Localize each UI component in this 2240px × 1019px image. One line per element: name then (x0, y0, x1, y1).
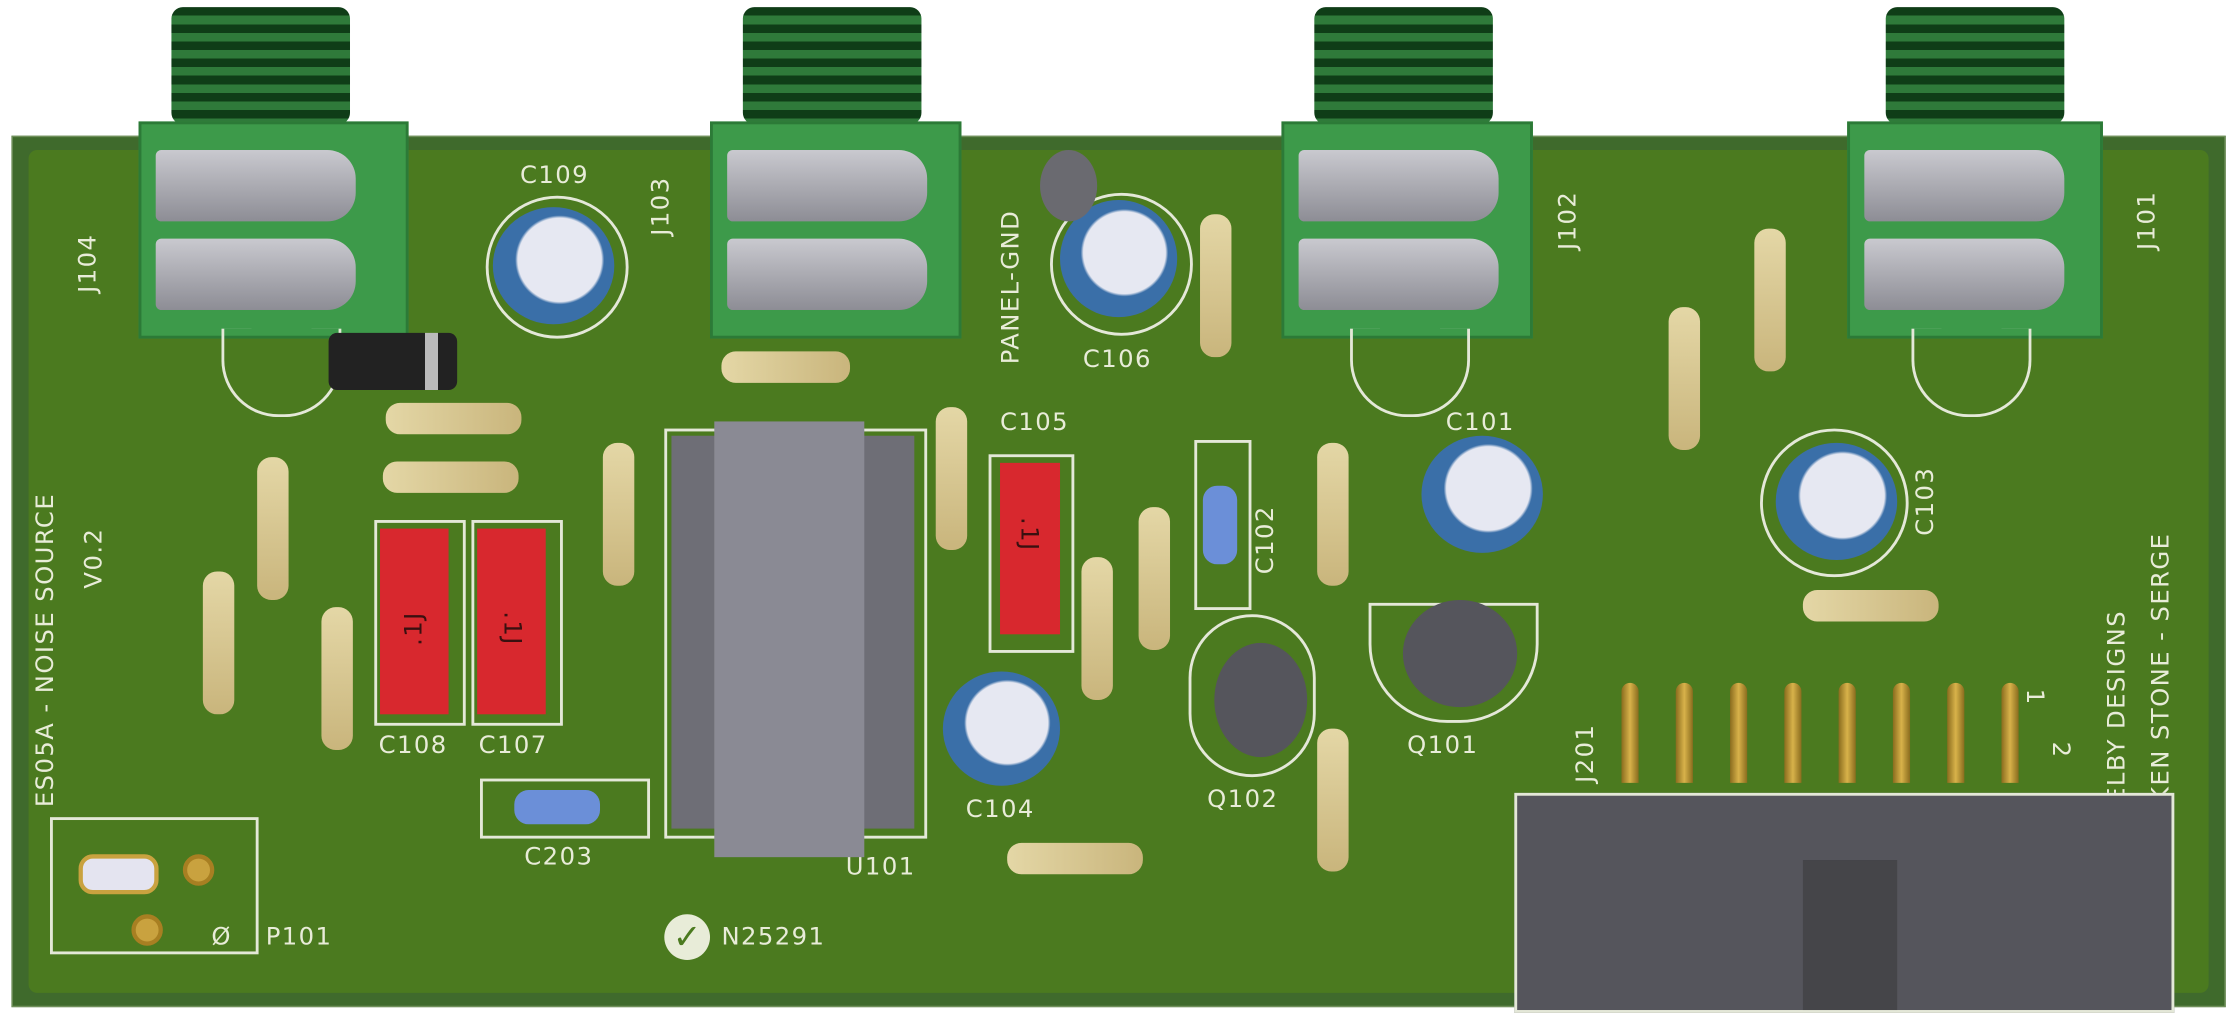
resistor (1802, 590, 1939, 622)
jack-j101[interactable] (1847, 121, 2103, 339)
credit-ken-stone: KEN STONE - SERGE (2147, 532, 2176, 803)
jack-j104[interactable] (138, 121, 409, 339)
capacitor-c109 (492, 207, 615, 325)
cap-outline (988, 454, 1075, 653)
label-p101: P101 (265, 922, 333, 952)
resistor (321, 607, 353, 751)
ic-u101 (714, 421, 865, 858)
cap-outline (374, 520, 466, 726)
jack-j103[interactable] (710, 121, 962, 339)
capacitor-c107: .1J (477, 528, 546, 715)
header-connector-j201[interactable] (1514, 792, 2175, 1013)
resistor (382, 461, 519, 493)
label-c102: C102 (1251, 505, 1281, 575)
capacitor-c105: .1J (1000, 462, 1061, 635)
jack-thread-j101 (1885, 7, 2065, 125)
label-c101: C101 (1445, 408, 1515, 438)
label-c203: C203 (524, 842, 594, 872)
resistor (602, 442, 635, 586)
cap-outline (1760, 428, 1909, 578)
capacitor-c102 (1202, 485, 1238, 565)
panel-gnd-terminal (1040, 150, 1098, 222)
resistor (1668, 307, 1701, 451)
resistor (935, 407, 968, 551)
pad (131, 914, 163, 946)
label-panel-gnd: PANEL-GND (997, 209, 1026, 365)
label-j102: J102 (1554, 190, 1583, 251)
label-c109: C109 (520, 161, 590, 191)
transistor-outline (1188, 614, 1316, 778)
p101-mark: Ø (211, 922, 232, 952)
resistor (1081, 557, 1113, 701)
capacitor-c203 (514, 790, 601, 825)
resistor (257, 457, 289, 601)
resistor (1138, 507, 1171, 651)
label-c104: C104 (965, 795, 1035, 825)
cap-outline (1050, 192, 1193, 336)
cap-value-c107: .1J (497, 611, 526, 646)
header-key (1802, 860, 1898, 1011)
label-c107: C107 (478, 731, 548, 761)
label-c106: C106 (1082, 345, 1152, 375)
capacitor-c104 (942, 671, 1061, 786)
pad (182, 854, 215, 886)
resistor (1754, 228, 1786, 372)
cap-outline (485, 195, 629, 339)
jack-j102[interactable] (1281, 121, 1533, 339)
label-j104: J104 (74, 233, 103, 293)
resistor (202, 571, 235, 715)
resistor (1007, 842, 1143, 875)
label-u101: U101 (845, 852, 916, 882)
resistor (721, 351, 851, 383)
board-version: V0.2 (80, 527, 109, 589)
capacitor-c101 (1421, 435, 1543, 553)
label-c105: C105 (1000, 408, 1070, 438)
trimmer-p101[interactable] (78, 854, 159, 895)
label-j101: J101 (2132, 190, 2162, 251)
label-c108: C108 (378, 731, 448, 761)
label-q102: Q102 (1207, 785, 1279, 815)
capacitor-c108: .1J (380, 528, 449, 715)
cap-outline (480, 778, 651, 839)
diode (328, 332, 458, 391)
transistor-q101 (1402, 600, 1518, 708)
capacitor-c106 (1060, 200, 1178, 318)
trimmer-outline (50, 817, 259, 955)
board-title: ES05A - NOISE SOURCE (31, 492, 61, 808)
cap-outline (1194, 440, 1252, 611)
certification-logo-icon: ✓ (664, 914, 711, 961)
cap-value-c105: .1J (1014, 516, 1044, 552)
resistor (1200, 214, 1232, 358)
label-q101: Q101 (1407, 731, 1479, 761)
resistor (1317, 728, 1349, 872)
label-j103: J103 (647, 176, 676, 236)
capacitor-c103 (1775, 442, 1898, 561)
cap-outline (471, 520, 563, 726)
label-j201: J201 (1571, 723, 1601, 783)
jack-thread-j104 (171, 7, 351, 125)
resistor (1317, 442, 1349, 586)
transistor-q102 (1214, 642, 1308, 758)
jack-thread-j102 (1314, 7, 1493, 125)
jack-thread-j103 (742, 7, 922, 125)
resistor (385, 402, 522, 435)
cert-number: N25291 (721, 922, 826, 952)
credit-elby: ELBY DESIGNS (2102, 609, 2132, 803)
label-c103: C103 (1911, 466, 1941, 536)
header-pins (1621, 682, 2050, 812)
cap-value-c108: .1J (400, 611, 429, 646)
